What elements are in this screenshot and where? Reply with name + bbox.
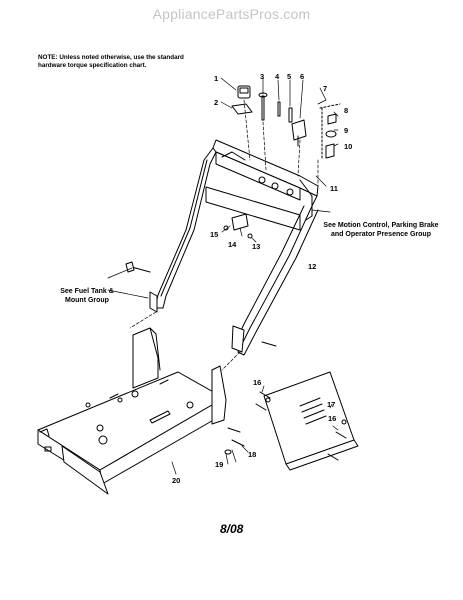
- part-number-6: 6: [300, 72, 305, 81]
- foot-plate: [263, 371, 359, 471]
- part-number-16b: 16: [328, 414, 337, 423]
- part-number-7: 7: [323, 84, 328, 93]
- part-number-4: 4: [275, 72, 280, 81]
- part-number-9: 9: [344, 126, 349, 135]
- torque-note: NOTE: Unless noted otherwise, use the st…: [38, 54, 184, 69]
- part-number-13: 13: [252, 242, 261, 251]
- part-number-8: 8: [344, 106, 349, 115]
- date-code: 8/08: [220, 522, 244, 536]
- base-frame: [37, 327, 227, 495]
- part-number-10: 10: [344, 142, 353, 151]
- leader-lines: [107, 77, 339, 475]
- watermark: AppliancePartsPros.com: [152, 6, 311, 22]
- part-number-19: 19: [215, 460, 224, 469]
- part-number-12: 12: [308, 262, 317, 271]
- small-parts: [125, 85, 347, 461]
- handle-frame: [149, 139, 319, 356]
- motion-control-callout: See Motion Control, Parking Brake and Op…: [323, 222, 439, 238]
- part-number-1: 1: [214, 74, 219, 83]
- part-number-17: 17: [327, 400, 336, 409]
- part-number-11: 11: [330, 184, 338, 193]
- part-number-18: 18: [248, 450, 257, 459]
- part-number-2: 2: [214, 98, 219, 107]
- part-number-14: 14: [228, 240, 237, 249]
- part-number-16a: 16: [253, 378, 262, 387]
- fuel-tank-callout: See Fuel Tank & Mount Group: [60, 288, 114, 304]
- part-number-15: 15: [210, 230, 219, 239]
- part-number-5: 5: [287, 72, 292, 81]
- assembly-dashes: [129, 99, 319, 371]
- part-number-3: 3: [260, 72, 265, 81]
- part-number-20: 20: [172, 476, 181, 485]
